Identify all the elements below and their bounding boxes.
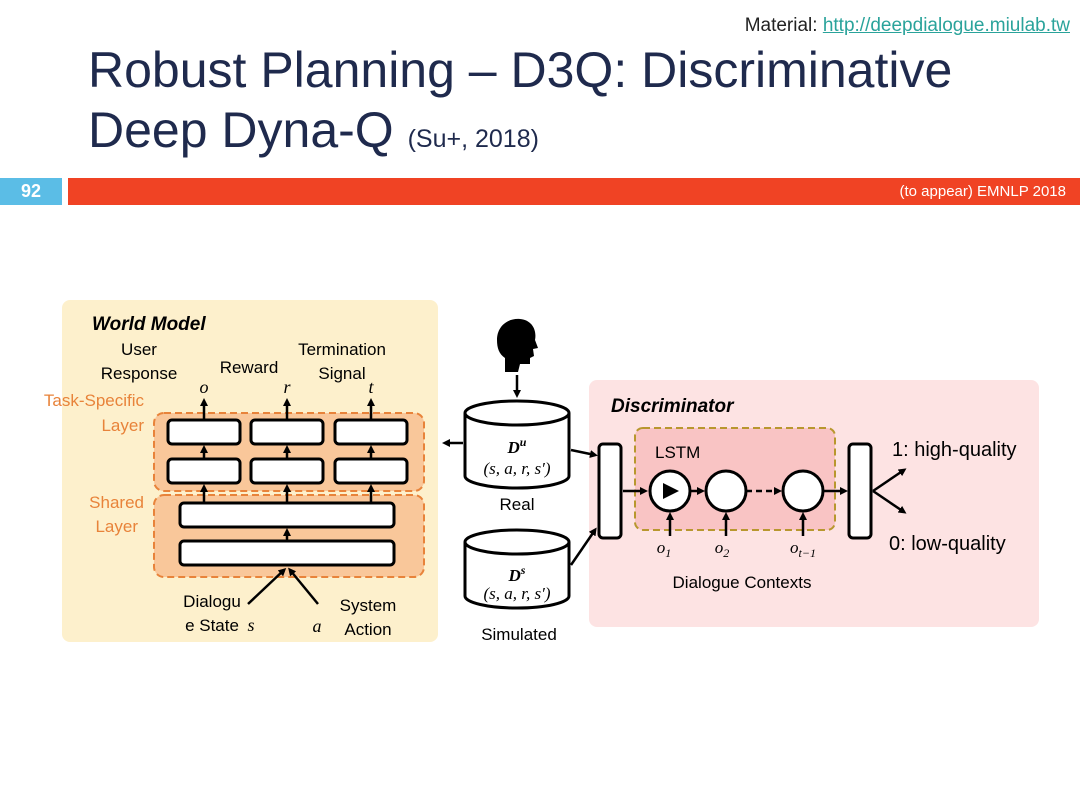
task-box-top-2 — [249, 418, 325, 446]
header-bar — [68, 178, 1080, 205]
system-action-label-1: System — [340, 596, 397, 615]
title-line-2: Deep Dyna-Q (Su+, 2018) — [88, 100, 1048, 169]
o1-label: o1 — [657, 538, 672, 560]
user-response-label-2: Response — [101, 364, 178, 383]
reward-label: Reward — [220, 358, 279, 377]
dialogue-state-label-2: e State — [185, 616, 239, 635]
termination-label-1: Termination — [298, 340, 386, 359]
low-quality-label: 0: low-quality — [889, 533, 1006, 555]
shared-label-2: Layer — [95, 517, 138, 536]
lstm-label: LSTM — [655, 443, 700, 462]
slide-number: 92 — [0, 178, 62, 205]
shared-box-bottom — [178, 539, 396, 567]
task-box-bottom-2 — [249, 457, 325, 485]
material-credit: Material: http://deepdialogue.miulab.tw — [745, 15, 1070, 37]
user-response-label-1: User — [121, 340, 157, 359]
real-buffer — [463, 399, 571, 490]
shared-box-top — [178, 501, 396, 529]
world-model-arrows — [200, 398, 375, 605]
task-box-top-3 — [333, 418, 409, 446]
symbol-o: o — [200, 377, 209, 397]
material-label: Material: — [744, 15, 818, 36]
human-head-icon — [497, 318, 538, 372]
slide-title: Robust Planning – D3Q: Discriminative De… — [88, 40, 1048, 169]
title-line-1: Robust Planning – D3Q: Discriminative — [88, 42, 953, 98]
symbol-r: r — [283, 377, 291, 397]
title-citation: (Su+, 2018) — [407, 125, 539, 153]
o2-label: o2 — [715, 538, 730, 560]
task-box-bottom-3 — [333, 457, 409, 485]
sim-buffer-tuple: (s, a, r, s′) — [483, 584, 550, 603]
symbol-a: a — [313, 616, 322, 636]
task-specific-label-1: Task-Specific — [44, 391, 145, 410]
symbol-t: t — [368, 377, 374, 397]
real-to-disc-arrow — [570, 448, 598, 458]
venue-note: (to appear) EMNLP 2018 — [899, 183, 1067, 200]
lstm-cell-2 — [704, 469, 748, 513]
termination-label-2: Signal — [318, 364, 365, 383]
task-specific-label-2: Layer — [101, 416, 144, 435]
sim-buffer-symbol: Ds — [508, 563, 526, 585]
disc-input-bar — [597, 442, 623, 540]
real-buffer-symbol: Du — [507, 435, 527, 457]
disc-output-bar — [847, 442, 873, 540]
material-link[interactable]: http://deepdialogue.miulab.tw — [822, 15, 1070, 36]
system-action-label-2: Action — [344, 620, 391, 639]
lstm-cell-3 — [781, 469, 825, 513]
simulated-buffer — [463, 528, 571, 610]
world-model-title: World Model — [92, 314, 206, 335]
dialogue-state-label-1: Dialogu — [183, 592, 241, 611]
task-box-bottom-1 — [166, 457, 242, 485]
real-label: Real — [500, 495, 535, 514]
shared-label-1: Shared — [89, 493, 144, 512]
dialogue-contexts-label: Dialogue Contexts — [673, 573, 812, 592]
ot-label: ot−1 — [790, 538, 816, 560]
title-line-2-text: Deep Dyna-Q — [88, 102, 394, 158]
high-quality-label: 1: high-quality — [892, 439, 1017, 461]
simulated-label: Simulated — [481, 625, 557, 644]
real-buffer-tuple: (s, a, r, s′) — [483, 459, 550, 478]
output-arrows — [872, 468, 907, 514]
discriminator-title: Discriminator — [611, 396, 735, 417]
symbol-s: s — [247, 615, 254, 635]
task-box-top-1 — [166, 418, 242, 446]
play-icon — [663, 483, 679, 499]
sim-to-disc-arrow — [569, 527, 597, 566]
